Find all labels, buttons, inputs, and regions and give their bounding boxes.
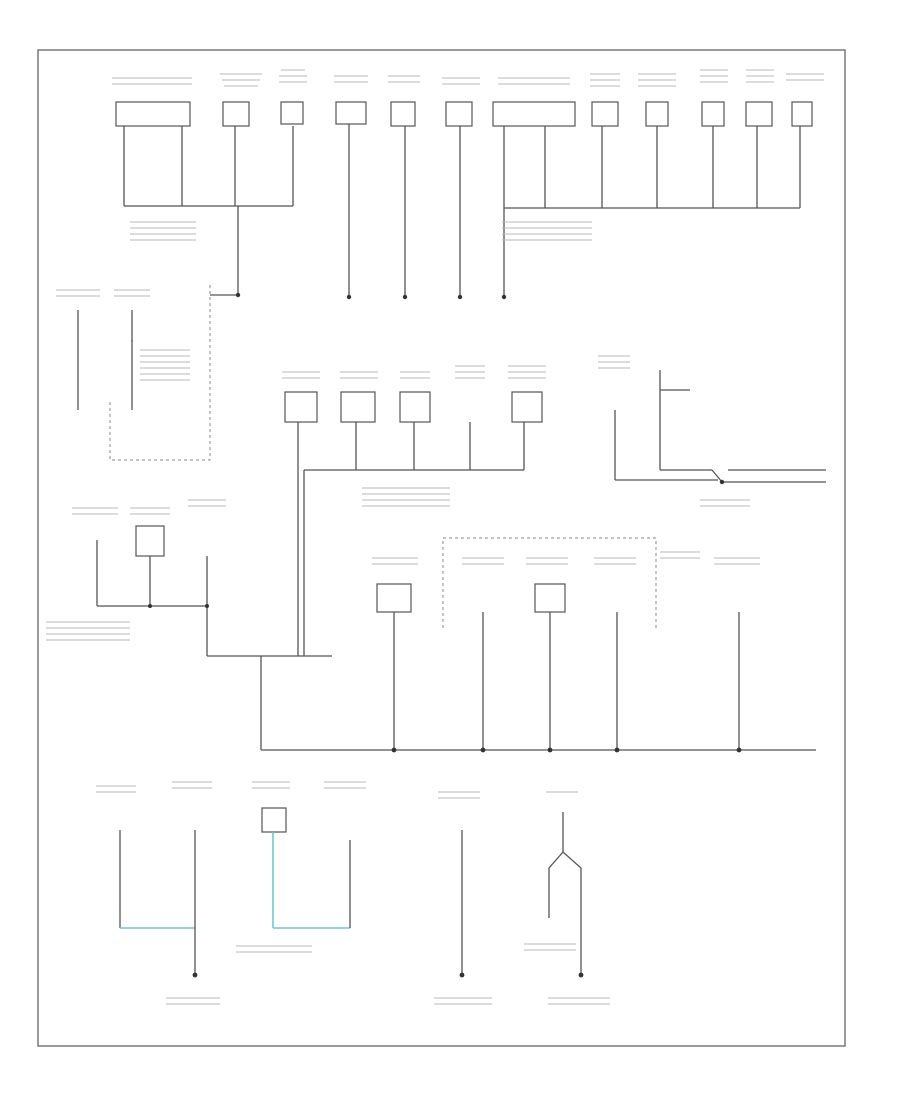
component-box (390, 101, 416, 127)
top-components (115, 101, 813, 127)
component-box (335, 101, 367, 125)
diagram-frame (37, 49, 846, 1047)
top-middle-wires (346, 124, 463, 300)
component-box (645, 101, 669, 127)
component-box (222, 101, 250, 127)
right-ground-group (614, 370, 826, 485)
component-box (701, 101, 725, 127)
component-box (492, 101, 576, 127)
component-box (399, 391, 431, 423)
component-box (284, 391, 318, 423)
component-box (534, 583, 566, 613)
component-box (376, 583, 412, 613)
component-box (340, 391, 376, 423)
component-box (135, 525, 165, 557)
lower-middle-components (376, 537, 657, 630)
component-box (280, 101, 304, 125)
middle-wires (297, 422, 525, 656)
top-left-wires (123, 126, 294, 298)
trailer-connector-group (77, 285, 211, 461)
illegible-label-marks (46, 69, 824, 1005)
component-box (261, 807, 287, 833)
bottom-components (261, 807, 287, 833)
lower-middle-wires (260, 612, 816, 753)
component-box (745, 101, 773, 127)
middle-components (135, 391, 543, 557)
component-box (511, 391, 543, 423)
component-box (791, 101, 813, 127)
component-box (115, 101, 191, 127)
component-box (591, 101, 619, 127)
component-box (445, 101, 473, 127)
top-right-wires (501, 126, 801, 300)
bottom-wires (119, 812, 584, 978)
left-middle-wires (96, 540, 332, 657)
